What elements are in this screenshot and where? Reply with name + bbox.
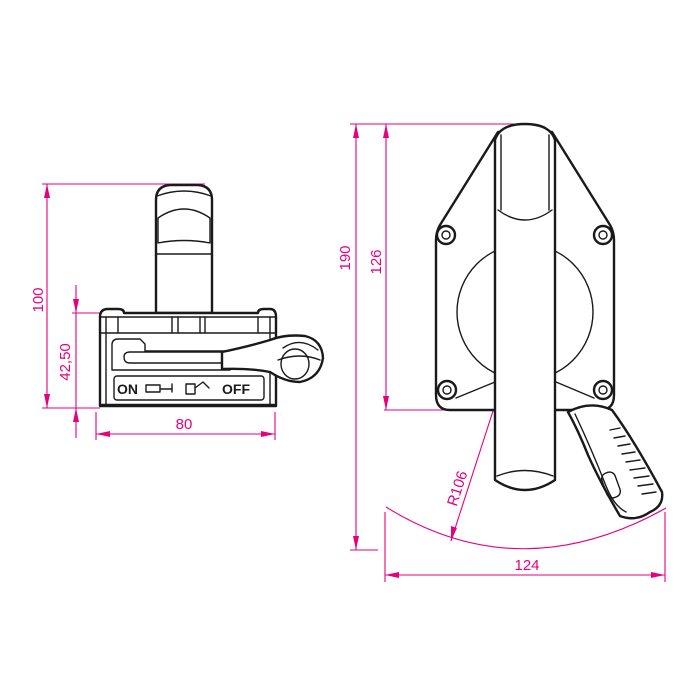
dimension-width-front: 80 — [95, 412, 276, 440]
key-symbol-icon — [145, 381, 210, 395]
handle-front — [154, 183, 214, 315]
key-lever-front — [220, 334, 325, 384]
dim-label-124: 124 — [514, 557, 539, 574]
base-front: ON OFF — [98, 307, 278, 408]
side-view: 190 126 124 R106 — [337, 122, 667, 582]
screw-bottom-right — [592, 379, 614, 401]
dim-label-126: 126 — [368, 249, 385, 274]
screw-top-left — [435, 224, 457, 246]
dimension-base-height: 42,50 — [57, 285, 118, 438]
dim-label-100: 100 — [30, 287, 47, 312]
switch-label-on: ON — [117, 381, 138, 397]
dim-label-r106: R106 — [444, 469, 471, 508]
lever-grip-ridges — [609, 427, 657, 495]
dim-label-42-50: 42,50 — [57, 343, 74, 381]
dimension-plate-height: 126 — [368, 124, 445, 411]
screw-top-right — [592, 224, 614, 246]
dimension-swing-width: 124 — [384, 506, 667, 582]
handle-side — [493, 122, 557, 492]
dim-label-80: 80 — [176, 416, 193, 433]
key-lever-side — [566, 404, 664, 520]
screw-bottom-left — [436, 379, 458, 401]
front-view: 100 42,50 80 — [30, 183, 325, 440]
dim-label-190: 190 — [337, 245, 354, 270]
switch-label-off: OFF — [222, 381, 250, 397]
dimension-overall-height-side: 190 — [337, 123, 518, 551]
